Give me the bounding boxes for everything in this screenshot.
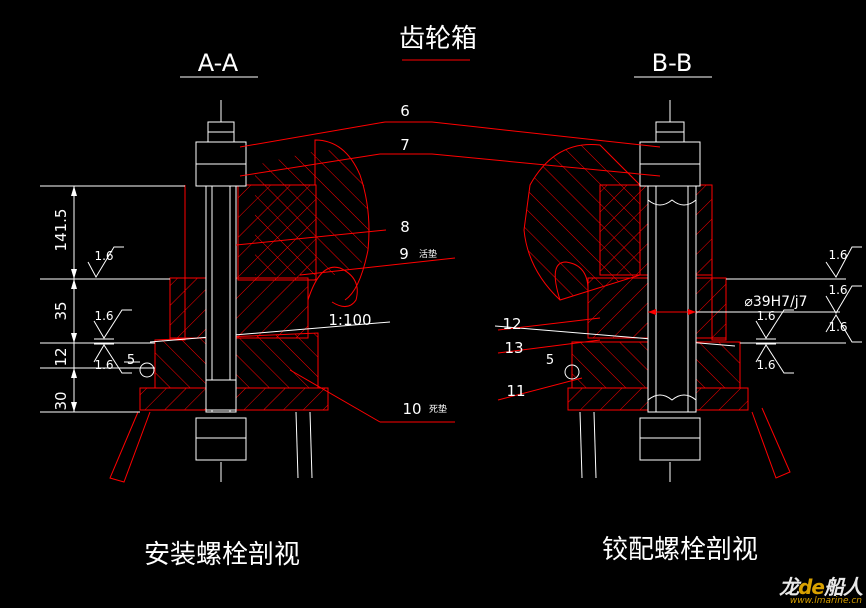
- roughness-right-5: 1.6: [756, 358, 775, 372]
- callout-11: 11: [506, 382, 525, 400]
- roughness-right-4: 1.6: [756, 309, 775, 323]
- fit-tolerance: ⌀39H7/j7: [744, 294, 807, 310]
- watermark-brand: 龙de船人: [779, 571, 863, 600]
- roughness-left-2: 1.6: [94, 309, 113, 323]
- caption-left: 安装螺栓剖视: [144, 540, 300, 570]
- roughness-right-3: 1.6: [828, 320, 847, 334]
- callout-13: 13: [504, 339, 523, 357]
- right-section-view: [494, 100, 862, 482]
- dimension-35: 35: [52, 301, 70, 320]
- left-section-view: [40, 100, 391, 483]
- watermark-url: www.lmarine.cn: [789, 596, 862, 606]
- roughness-left-1: 1.6: [94, 249, 113, 263]
- roughness-left-3: 1.6: [94, 358, 113, 372]
- section-label-right: B-B: [652, 49, 693, 77]
- callout-8: 8: [400, 218, 410, 236]
- taper-ratio: 1:100: [328, 311, 371, 329]
- drawing-title: 齿轮箱: [399, 24, 477, 54]
- dimension-141-5: 141.5: [52, 209, 70, 252]
- watermark: 龙de船人 www.lmarine.cn: [779, 571, 863, 606]
- watermark-brand-a: 龙: [779, 575, 799, 599]
- watermark-brand-c: 船人: [824, 575, 863, 599]
- roughness-right-1: 1.6: [828, 248, 847, 262]
- callout-9-note: 活垫: [419, 248, 437, 260]
- callout-6: 6: [400, 102, 410, 120]
- watermark-brand-b: de: [798, 575, 825, 599]
- section-label-left: A-A: [198, 49, 239, 77]
- callout-12: 12: [502, 315, 521, 333]
- callout-10-note: 死垫: [429, 403, 447, 415]
- callout-5-right: 5: [546, 353, 554, 368]
- callout-5-left: 5: [127, 353, 135, 368]
- dimension-30: 30: [52, 391, 70, 410]
- dimension-12: 12: [52, 347, 70, 366]
- callout-7: 7: [400, 136, 410, 154]
- callout-9: 9: [399, 245, 409, 263]
- callout-leaders: [235, 121, 661, 423]
- roughness-right-2: 1.6: [828, 283, 847, 297]
- caption-right: 铰配螺栓剖视: [602, 535, 758, 565]
- callout-10: 10: [402, 400, 421, 418]
